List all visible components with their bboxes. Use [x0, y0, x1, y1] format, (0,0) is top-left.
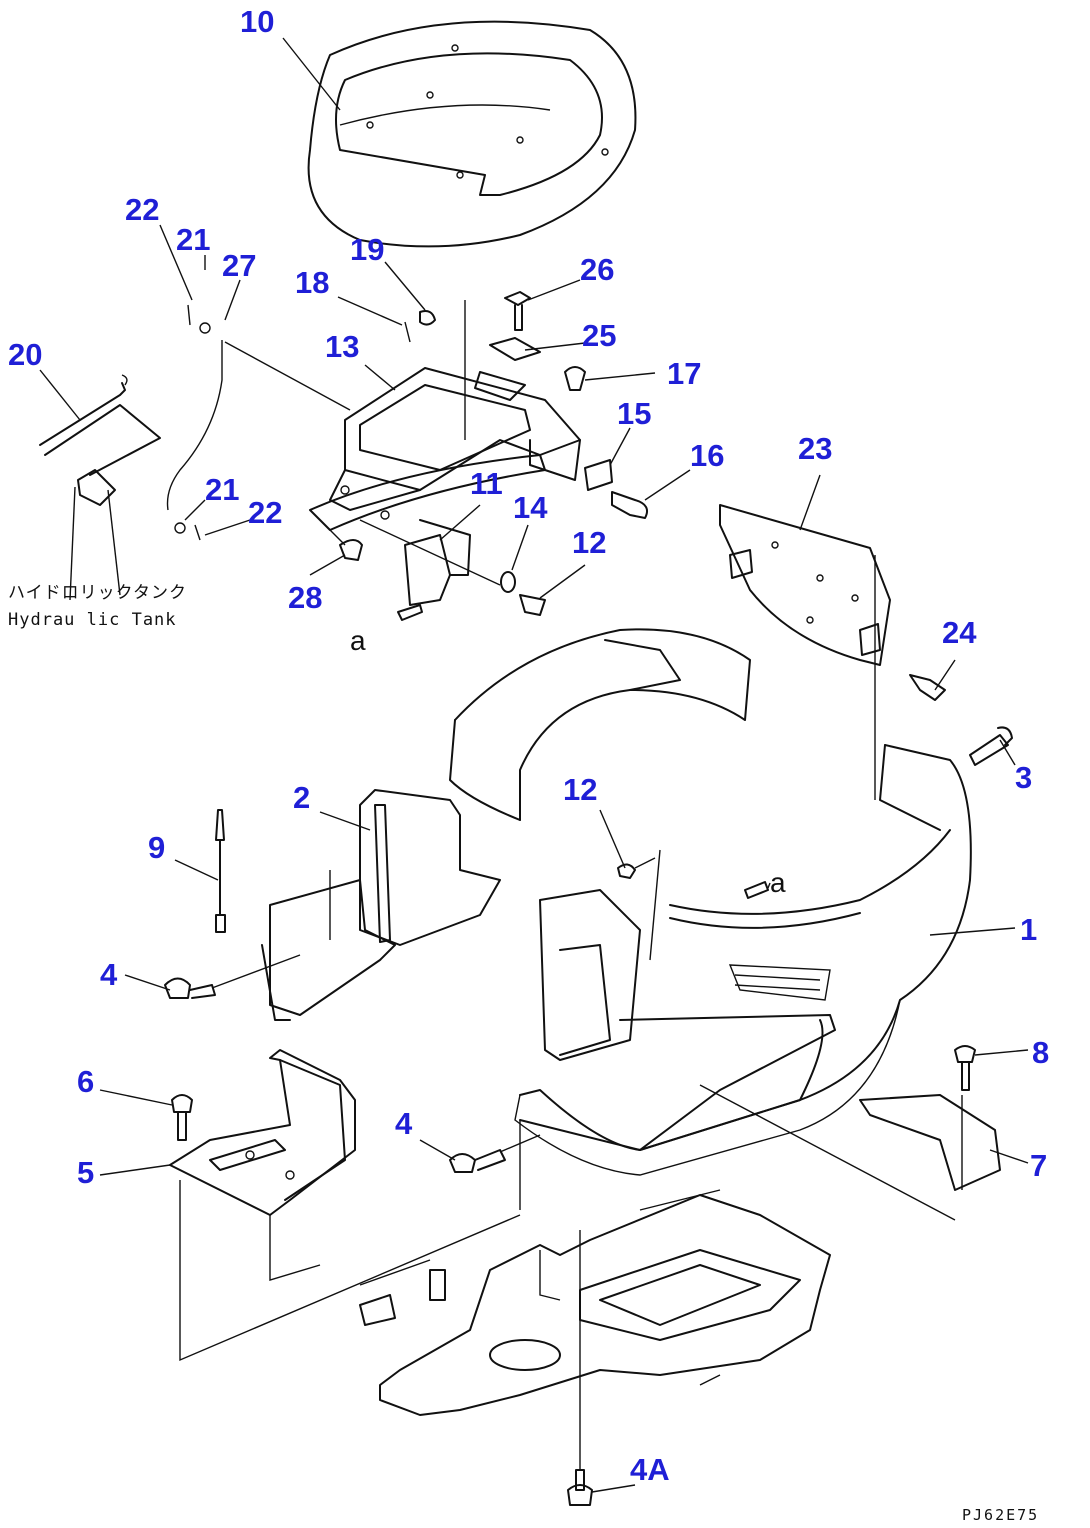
- callout-26: 26: [580, 252, 614, 287]
- callout-18: 18: [295, 265, 329, 300]
- callout-1: 1: [1020, 912, 1037, 947]
- part-1-floor-body: [449, 628, 972, 1221]
- part-4A-bolt: [567, 1230, 593, 1506]
- callout-15: 15: [617, 396, 651, 431]
- annotations: ハイドロリックタンク Hydrau lic Tank a a PJ62E75: [8, 583, 1039, 1524]
- part-23-rear-cover: [719, 504, 946, 800]
- callout-2: 2: [293, 780, 310, 815]
- part-4-bolt-left: [164, 954, 301, 999]
- callout-13: 13: [325, 329, 359, 364]
- callout-23: 23: [798, 431, 832, 466]
- leader-lines: [39, 37, 1029, 1493]
- hydraulic-tank-label-en: Hydrau lic Tank: [8, 610, 177, 630]
- part-5-bracket: [169, 1049, 521, 1362]
- part-3-bolt: [969, 726, 1013, 766]
- callout-9: 9: [148, 830, 165, 865]
- callout-12b: 12: [563, 772, 597, 807]
- callout-6: 6: [77, 1064, 94, 1099]
- callout-labels: 10 22 21 27 19 26 18 20 13 25 17 15 16 2…: [8, 4, 1049, 1487]
- part-7-8-plate: [859, 1045, 1001, 1191]
- callout-12: 12: [572, 525, 606, 560]
- callout-21: 21: [176, 222, 210, 257]
- callout-16: 16: [690, 438, 724, 473]
- machine-frame: [359, 1189, 831, 1416]
- part-10-seat: [307, 20, 637, 248]
- callout-4A: 4A: [630, 1452, 670, 1487]
- part-13-seat-frame: [309, 367, 581, 531]
- callout-21b: 21: [205, 472, 239, 507]
- part-9-dipstick: [215, 809, 226, 933]
- callout-11: 11: [470, 466, 503, 501]
- drawing-code: PJ62E75: [962, 1506, 1039, 1524]
- callout-3: 3: [1015, 760, 1032, 795]
- part-2-side-panel: [261, 789, 501, 1021]
- callout-25: 25: [582, 318, 616, 353]
- callout-20: 20: [8, 337, 42, 372]
- part-4-bolt-mid: [449, 1134, 541, 1173]
- callout-24: 24: [942, 615, 977, 650]
- part-20-rod: [39, 374, 161, 506]
- callout-5: 5: [77, 1155, 94, 1190]
- callout-14: 14: [513, 490, 548, 525]
- reference-a-right: a: [770, 867, 786, 898]
- reference-a-left: a: [350, 625, 366, 656]
- small-parts-upper: [166, 291, 648, 621]
- callout-4: 4: [100, 957, 118, 992]
- callout-8: 8: [1032, 1035, 1049, 1070]
- callout-10: 10: [240, 4, 274, 39]
- callout-7: 7: [1030, 1148, 1047, 1183]
- callout-27: 27: [222, 248, 256, 283]
- hydraulic-tank-label-jp: ハイドロリックタンク: [8, 583, 187, 603]
- callout-22b: 22: [248, 495, 282, 530]
- callout-17: 17: [667, 356, 701, 391]
- callout-19: 19: [350, 232, 384, 267]
- callout-28: 28: [288, 580, 322, 615]
- callout-4b: 4: [395, 1106, 413, 1141]
- part-12-bolt-lower: [617, 849, 769, 961]
- callout-22: 22: [125, 192, 159, 227]
